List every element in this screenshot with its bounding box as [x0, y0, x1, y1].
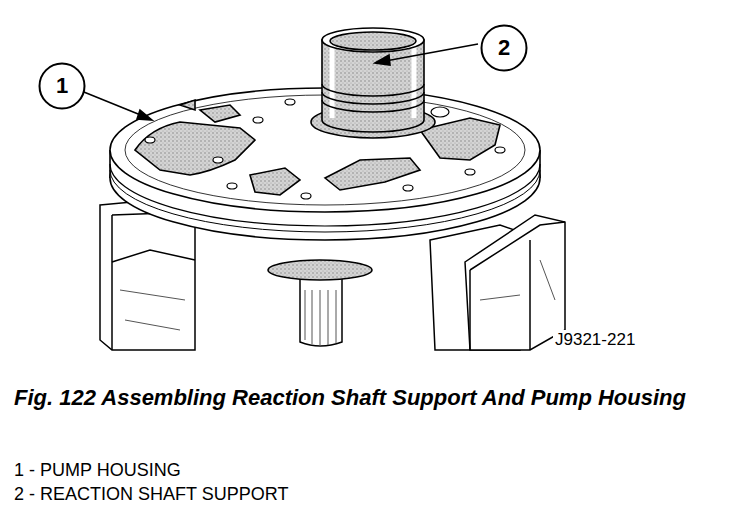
- reaction-shaft-support: [311, 28, 435, 138]
- hub-flange: [268, 260, 372, 280]
- block-edge: [470, 222, 565, 270]
- legend-line: 2 - REACTION SHAFT SUPPORT: [12, 484, 290, 505]
- block-edge: [529, 240, 531, 350]
- hole: [213, 157, 223, 163]
- arrowhead: [137, 110, 152, 120]
- seal-rings: [322, 84, 424, 112]
- leader-lines: [74, 44, 478, 120]
- tube-highlight: [332, 42, 414, 118]
- leader-line: [380, 44, 478, 62]
- tube-top: [322, 28, 424, 52]
- spline-teeth: [305, 290, 336, 346]
- splined-shaft: [300, 272, 342, 346]
- support-tube: [322, 40, 424, 132]
- leader-line: [74, 88, 148, 118]
- fluid-passage: [200, 105, 240, 122]
- hole: [495, 147, 505, 153]
- hole: [227, 183, 237, 189]
- hole: [431, 107, 449, 117]
- fluid-passage: [325, 158, 420, 190]
- hole: [465, 169, 475, 175]
- figure-id: J9321-221: [553, 330, 637, 350]
- arrowhead: [375, 55, 390, 65]
- callout-number: 2: [480, 24, 528, 72]
- hole: [253, 117, 263, 123]
- callout-circle: 1: [38, 62, 86, 110]
- hole: [145, 137, 155, 143]
- legend-line: 1 - PUMP HOUSING: [12, 460, 183, 481]
- callout-circle: 2: [480, 24, 528, 72]
- lower-shaft: [268, 260, 372, 346]
- hole: [285, 99, 295, 105]
- figure-caption: Fig. 122 Assembling Reaction Shaft Suppo…: [14, 384, 686, 412]
- block-edge: [469, 270, 471, 350]
- hole: [301, 193, 311, 199]
- right-block-front: [465, 215, 565, 350]
- tube-bore: [330, 32, 416, 50]
- hole: [403, 185, 413, 191]
- fluid-passage: [250, 168, 300, 195]
- block-edge: [111, 215, 113, 350]
- callout-number: 1: [38, 62, 86, 110]
- fluid-passage: [180, 100, 195, 110]
- block-edge: [112, 250, 195, 262]
- fluid-passage: [135, 122, 255, 175]
